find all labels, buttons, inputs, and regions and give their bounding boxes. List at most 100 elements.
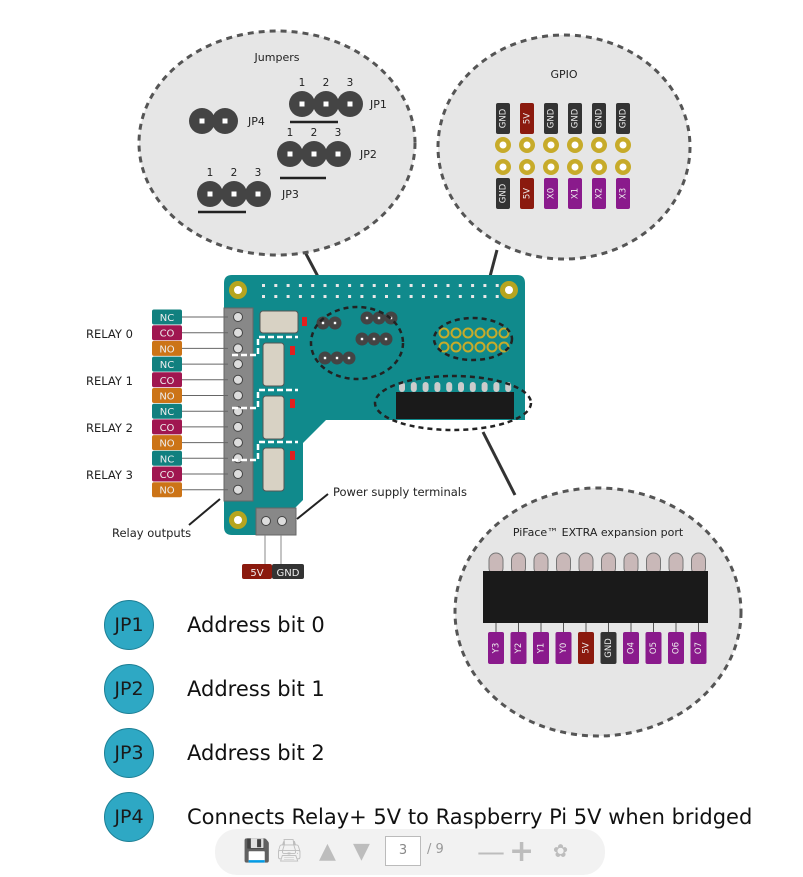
jumper-badge: JP4 <box>104 792 154 842</box>
expansion-pin-label: GND <box>604 638 614 658</box>
gpio-pin-label: GND <box>571 108 581 128</box>
relay-terminal-label: NO <box>159 344 174 355</box>
gpio-pin-label: GND <box>619 108 629 128</box>
gpio-pin-label: X0 <box>547 188 557 199</box>
expansion-pin-label: O7 <box>694 642 704 654</box>
terminal-screw <box>233 469 243 479</box>
jumper-pin-number: 3 <box>255 167 262 179</box>
board-gpio-pins <box>438 327 510 353</box>
gpio-pin-tag: 5V <box>520 178 534 209</box>
jumper-pin-number: 2 <box>311 127 318 139</box>
next-page-button[interactable]: ▼ <box>353 838 370 864</box>
expansion-pin-tag <box>690 632 707 664</box>
gpio-pin-tag: X0 <box>544 178 558 209</box>
previous-page-button[interactable]: ▲ <box>319 838 336 864</box>
page-total: / 9 <box>427 842 444 857</box>
relay-terminal-tag <box>152 466 182 482</box>
gpio-pin <box>462 327 474 339</box>
gpio-pin <box>438 327 450 339</box>
gpio-pin-tag: X1 <box>568 178 582 209</box>
gpio-title: GPIO <box>550 68 577 81</box>
expansion-pin-label: Y0 <box>559 643 569 655</box>
power-5v-label: 5V <box>250 568 263 579</box>
jumpers-highlight <box>309 305 405 381</box>
expansion-pin-tag <box>488 632 504 664</box>
led <box>302 317 307 326</box>
led <box>290 346 295 355</box>
gpio-pin-tag: GND <box>544 103 558 134</box>
relay <box>262 342 285 387</box>
expansion-pin <box>434 382 441 392</box>
expansion-pin-tag <box>533 632 549 664</box>
jumper-jp1: JP1 1 2 3 <box>289 77 387 124</box>
jumper-label: JP1 <box>369 98 387 111</box>
gpio-pin-tag: X3 <box>616 178 630 209</box>
expansion-highlight <box>373 374 533 432</box>
expansion-pin <box>399 382 405 392</box>
acrobat-icon[interactable]: ✿ <box>553 840 569 862</box>
expansion-pin-tag <box>555 632 572 664</box>
terminal-screw <box>233 437 243 448</box>
jumpers-title: Jumpers <box>254 51 300 64</box>
relay-terminal-label: NC <box>160 407 174 418</box>
gpio-header-holes <box>262 284 499 298</box>
gpio-pin-label: X1 <box>571 188 581 199</box>
jumper-label: JP2 <box>359 148 377 161</box>
page-number-input[interactable]: 3 <box>385 836 421 866</box>
expansion-pin <box>410 382 417 392</box>
expansion-pin-label: Y1 <box>537 643 547 655</box>
terminal-screws <box>233 312 243 495</box>
gpio-pin-tag: GND <box>496 103 510 134</box>
gpio-pin-label: GND <box>499 183 509 203</box>
expansion-pin-label: O6 <box>672 642 682 654</box>
legend-description: Address bit 1 <box>187 677 325 701</box>
relay-terminal-tag <box>152 388 182 403</box>
jumper-pin-number: 2 <box>231 167 238 179</box>
expansion-pin <box>422 382 429 392</box>
gpio-pin-label: X3 <box>619 188 629 199</box>
print-icon[interactable]: 🖨 <box>275 838 303 864</box>
jumper-jp4: JP4 <box>189 108 265 134</box>
board-jumpers <box>316 311 398 365</box>
gpio-pin <box>486 327 498 339</box>
power-gnd-tag <box>272 564 304 579</box>
legend-description: Address bit 2 <box>187 741 325 765</box>
zoom-in-button[interactable]: + <box>509 833 535 869</box>
relay-terminal-tag <box>152 356 182 372</box>
gpio-pin <box>462 341 474 353</box>
relay-terminal-tag <box>152 340 182 356</box>
terminal-screw <box>233 312 243 322</box>
relay-terminal-tag <box>152 403 182 419</box>
relay-terminal-label: CO <box>160 376 175 387</box>
jumper-pin-number: 1 <box>299 77 306 89</box>
relay-label: RELAY 0 <box>86 327 133 341</box>
jumper-pin-number: 3 <box>347 77 354 89</box>
jumper-pin-number: 2 <box>323 77 330 89</box>
expansion-pin-label: Y2 <box>514 643 524 655</box>
jumper-pin-number: 1 <box>207 167 214 179</box>
expansion-pin <box>458 382 464 392</box>
gpio-pin <box>438 341 450 353</box>
terminal-screw <box>233 484 243 495</box>
zoom-out-button[interactable]: — <box>477 834 505 868</box>
relay-outputs-label: Relay outputs <box>112 526 191 540</box>
gpio-pin <box>450 327 462 339</box>
expansion-pin-label: O4 <box>627 642 637 654</box>
expansion-pin <box>446 382 453 392</box>
expansion-pin-label: Y3 <box>492 643 502 655</box>
relay-terminal-label: NO <box>159 392 174 403</box>
gpio-pin <box>474 327 486 339</box>
jumpers-callout <box>137 29 417 257</box>
save-icon[interactable]: 💾 <box>243 838 271 864</box>
relay-terminal-label: NC <box>160 313 174 324</box>
gpio-pin-tag: 5V <box>520 103 534 134</box>
expansion-connector-body <box>396 392 514 419</box>
led <box>290 399 295 408</box>
